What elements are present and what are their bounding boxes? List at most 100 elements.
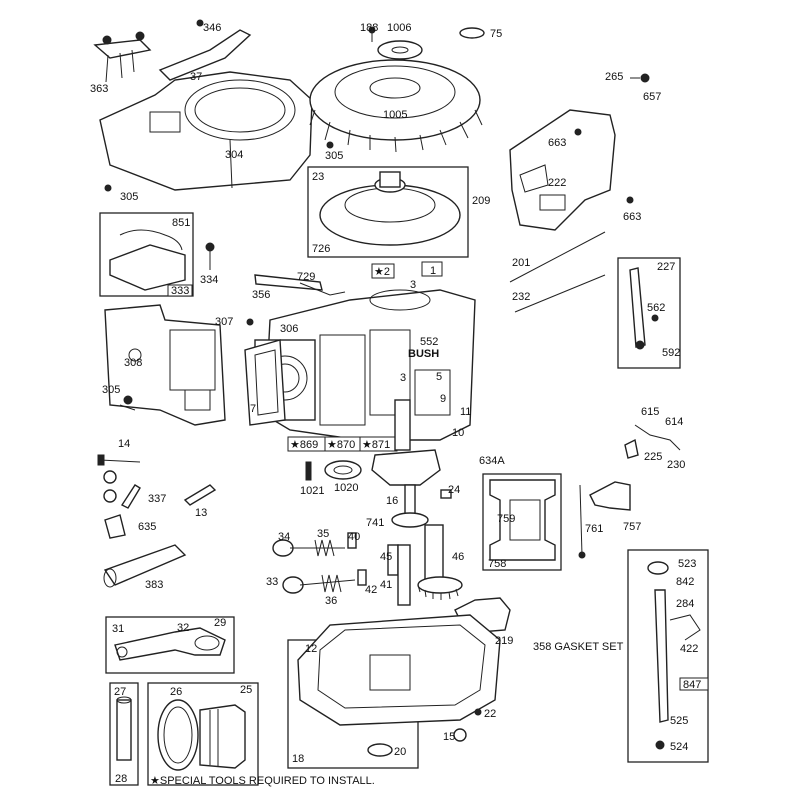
gasket-set-note: 358 GASKET SET (533, 641, 624, 653)
label-758: 758 (488, 558, 506, 570)
label-523: 523 (678, 558, 696, 570)
label-3-b: 3 (400, 372, 406, 384)
label-42: 42 (365, 584, 377, 596)
label-1: 1 (430, 265, 436, 277)
screw-188 (368, 26, 376, 42)
air-guide-37 (158, 29, 252, 81)
pin-1021 (305, 461, 312, 481)
crankshaft-16 (371, 399, 441, 526)
label-188: 188 (360, 22, 378, 34)
label-1020: 1020 (334, 482, 358, 494)
label-209: 209 (472, 195, 490, 207)
pin-13 (183, 484, 217, 506)
spring-36 (321, 574, 342, 593)
bolt-14 (97, 454, 141, 466)
label-346: 346 (203, 22, 221, 34)
seal-1020 (324, 460, 362, 480)
label-26: 26 (170, 686, 182, 698)
label-14: 14 (118, 438, 130, 450)
carburetor-308 (104, 304, 226, 426)
flywheel-1005 (309, 59, 483, 153)
valve-34 (272, 539, 345, 557)
shaft-45 (397, 544, 411, 606)
crankcase-cover-18 (287, 614, 501, 769)
label-741: 741 (366, 517, 384, 529)
label-34: 34 (278, 531, 290, 543)
gasket-7 (244, 339, 286, 426)
label-16: 16 (386, 495, 398, 507)
label-9: 9 (440, 393, 446, 405)
label-201: 201 (512, 257, 530, 269)
screw-307 (246, 318, 254, 326)
label-663: 663 (548, 137, 566, 149)
muffler-383 (103, 544, 187, 588)
label-729: 729 (297, 271, 315, 283)
label-29: 29 (214, 617, 226, 629)
label-842: 842 (676, 576, 694, 588)
label-7: 7 (250, 403, 256, 415)
label-305: 305 (120, 191, 138, 203)
label-225: 225 (644, 451, 662, 463)
nut-75 (459, 27, 485, 39)
screw-22 (474, 708, 482, 716)
governor-arm-614 (624, 424, 681, 459)
label-562: 562 (647, 302, 665, 314)
label-306: 306 (280, 323, 298, 335)
counterweight-758 (482, 473, 562, 571)
label-308: 308 (124, 357, 142, 369)
label-333: 333 (171, 285, 189, 297)
label-383: 383 (145, 579, 163, 591)
label-10: 10 (452, 427, 464, 439)
label-422: 422 (680, 643, 698, 655)
label-23: 23 (312, 171, 324, 183)
label-40: 40 (348, 531, 360, 543)
label-3: 3 (410, 279, 416, 291)
label-219: 219 (495, 635, 513, 647)
spark-plug-lead-356 (254, 274, 346, 296)
blower-housing-304 (99, 71, 313, 191)
label-28: 28 (115, 773, 127, 785)
link-201 (509, 231, 606, 283)
screw-334 (205, 242, 215, 270)
label-307: 307 (215, 316, 233, 328)
label-1005: 1005 (383, 109, 407, 121)
label-265: 265 (605, 71, 623, 83)
label-33: 33 (266, 576, 278, 588)
rod-761 (578, 484, 586, 559)
label-12: 12 (305, 643, 317, 655)
label-305-c: 305 (102, 384, 120, 396)
piston-25 (147, 682, 259, 786)
label-870: ★870 (327, 439, 355, 451)
control-bracket-363 (93, 31, 152, 83)
label-1021: 1021 (300, 485, 324, 497)
label-356: 356 (252, 289, 270, 301)
label-869: ★869 (290, 439, 318, 451)
label-75: 75 (490, 28, 502, 40)
label-524: 524 (670, 741, 688, 753)
ignition-armature-333 (99, 212, 194, 297)
label-759: 759 (497, 513, 515, 525)
label-871: ★871 (362, 439, 390, 451)
label-552: 552 (420, 336, 438, 348)
label-663-b: 663 (623, 211, 641, 223)
piston-pin-27 (109, 682, 139, 786)
label-337: 337 (148, 493, 166, 505)
label-847: 847 (683, 679, 701, 691)
governor-lever-227 (617, 257, 681, 369)
label-232: 232 (512, 291, 530, 303)
camshaft-46 (417, 524, 463, 600)
label-2: ★2 (374, 266, 390, 278)
label-35: 35 (317, 528, 329, 540)
dipstick-tube-847 (627, 549, 709, 763)
seal-20 (367, 743, 393, 757)
screw-346 (196, 19, 204, 27)
label-592: 592 (662, 347, 680, 359)
label-304: 304 (225, 149, 243, 161)
label-13: 13 (195, 507, 207, 519)
label-334: 334 (200, 274, 218, 286)
label-726: 726 (312, 243, 330, 255)
tool-tags (287, 436, 398, 452)
screw-337 (120, 484, 141, 509)
valve-33 (282, 576, 356, 594)
